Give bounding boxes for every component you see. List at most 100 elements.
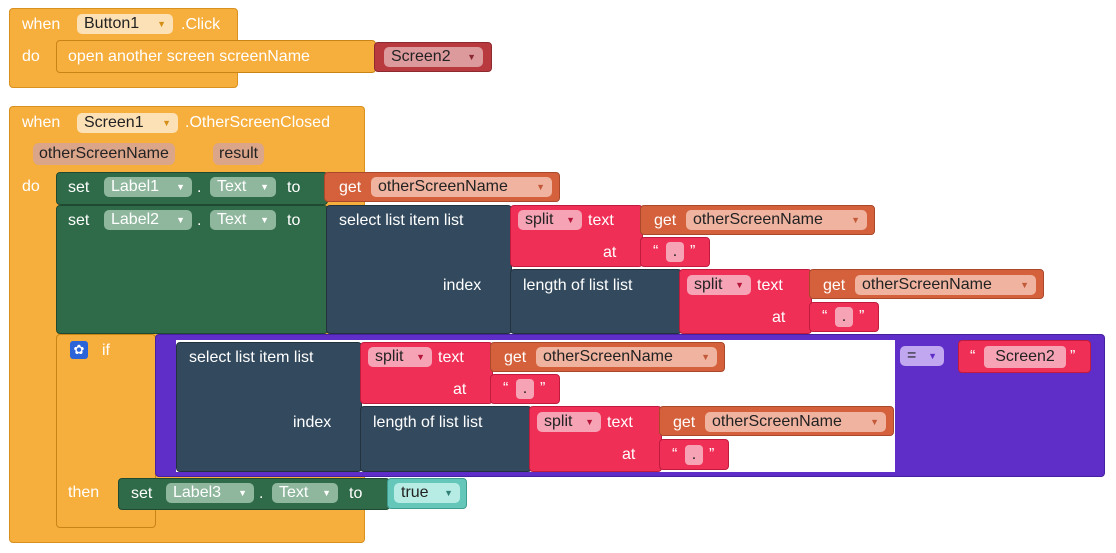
- param-other-screen-name[interactable]: otherScreenName: [33, 143, 175, 165]
- property-dropdown-text[interactable]: Text▼: [210, 177, 276, 197]
- length-of-list-label: length of list list: [523, 277, 633, 294]
- get-label: get: [654, 212, 677, 229]
- open-another-screen-block[interactable]: [56, 40, 376, 73]
- index-label: index: [293, 414, 332, 431]
- property-dropdown-text[interactable]: Text▼: [210, 210, 276, 230]
- select-list-item-block[interactable]: [326, 205, 512, 334]
- chevron-down-icon: ▼: [176, 182, 185, 192]
- chevron-down-icon: ▼: [157, 19, 166, 29]
- split-dropdown[interactable]: split▼: [687, 275, 751, 295]
- property-dropdown-text[interactable]: Text▼: [272, 483, 338, 503]
- dot-label: .: [259, 485, 264, 502]
- text-label: text: [757, 277, 783, 294]
- chevron-down-icon: ▼: [566, 215, 575, 225]
- to-label: to: [287, 179, 301, 196]
- do-label: do: [22, 48, 40, 65]
- chevron-down-icon: ▼: [162, 118, 171, 128]
- param-result[interactable]: result: [213, 143, 265, 165]
- quote-open: “: [653, 243, 659, 260]
- set-label2-text-block[interactable]: [56, 205, 328, 334]
- chevron-down-icon: ▼: [467, 52, 476, 62]
- compare-operator-dropdown[interactable]: =▼: [900, 346, 944, 366]
- string-value-field[interactable]: .: [685, 445, 703, 465]
- at-label: at: [622, 446, 636, 463]
- length-of-list-label: length of list list: [373, 414, 483, 431]
- split-dropdown[interactable]: split▼: [537, 412, 601, 432]
- get-label: get: [823, 277, 846, 294]
- chevron-down-icon: ▼: [928, 351, 937, 361]
- chevron-down-icon: ▼: [701, 352, 710, 362]
- component-dropdown-screen1[interactable]: Screen1▼: [77, 113, 178, 133]
- component-dropdown-label1[interactable]: Label1▼: [104, 177, 192, 197]
- quote-close: ”: [859, 308, 865, 325]
- do-label: do: [22, 178, 40, 195]
- string-value-field[interactable]: .: [666, 242, 684, 262]
- chevron-down-icon: ▼: [260, 215, 269, 225]
- variable-dropdown[interactable]: otherScreenName▼: [686, 210, 867, 230]
- split-dropdown[interactable]: split▼: [518, 210, 582, 230]
- boolean-dropdown[interactable]: true▼: [394, 483, 460, 503]
- text-label: text: [588, 212, 614, 229]
- chevron-down-icon: ▼: [444, 488, 453, 498]
- quote-open: “: [822, 308, 828, 325]
- at-label: at: [603, 244, 617, 261]
- dot-label: .: [197, 179, 202, 196]
- component-dropdown-button1[interactable]: Button1▼: [77, 14, 173, 34]
- chevron-down-icon: ▼: [735, 280, 744, 290]
- chevron-down-icon: ▼: [322, 488, 331, 498]
- chevron-down-icon: ▼: [260, 182, 269, 192]
- screen-dropdown[interactable]: Screen2▼: [384, 47, 483, 67]
- to-label: to: [287, 212, 301, 229]
- variable-dropdown[interactable]: otherScreenName▼: [855, 275, 1036, 295]
- string-value-field[interactable]: .: [835, 307, 853, 327]
- chevron-down-icon: ▼: [1020, 280, 1029, 290]
- quote-close: ”: [540, 380, 546, 397]
- select-list-item-block[interactable]: [176, 342, 362, 472]
- text-label: text: [438, 349, 464, 366]
- event-name-label: .OtherScreenClosed: [185, 114, 330, 131]
- length-of-list-block[interactable]: [510, 269, 682, 334]
- get-label: get: [504, 349, 527, 366]
- set-label: set: [131, 485, 153, 502]
- chevron-down-icon: ▼: [536, 182, 545, 192]
- dot-label: .: [197, 212, 202, 229]
- quote-open: “: [970, 348, 976, 365]
- at-label: at: [772, 309, 786, 326]
- variable-dropdown[interactable]: otherScreenName▼: [536, 347, 717, 367]
- chevron-down-icon: ▼: [176, 215, 185, 225]
- when-label: when: [22, 16, 61, 33]
- chevron-down-icon: ▼: [870, 417, 879, 427]
- if-label: if: [102, 342, 110, 359]
- string-value-field[interactable]: .: [516, 379, 534, 399]
- component-dropdown-label3[interactable]: Label3▼: [166, 483, 254, 503]
- quote-close: ”: [709, 446, 715, 463]
- set-label: set: [68, 212, 90, 229]
- string-value-field[interactable]: Screen2: [984, 346, 1066, 368]
- get-label: get: [673, 414, 696, 431]
- chevron-down-icon: ▼: [585, 417, 594, 427]
- quote-close: ”: [1070, 348, 1076, 365]
- quote-open: “: [672, 446, 678, 463]
- index-label: index: [443, 277, 482, 294]
- component-dropdown-label2[interactable]: Label2▼: [104, 210, 192, 230]
- quote-close: ”: [690, 243, 696, 260]
- then-label: then: [68, 484, 100, 501]
- length-of-list-block[interactable]: [360, 406, 532, 472]
- set-label: set: [68, 179, 90, 196]
- quote-open: “: [503, 380, 509, 397]
- at-label: at: [453, 381, 467, 398]
- event-name-label: .Click: [181, 16, 221, 33]
- get-label: get: [339, 179, 362, 196]
- when-label: when: [22, 114, 61, 131]
- chevron-down-icon: ▼: [238, 488, 247, 498]
- gear-icon[interactable]: ✿: [70, 341, 88, 359]
- select-list-item-label: select list item list: [339, 212, 464, 229]
- variable-dropdown[interactable]: otherScreenName▼: [371, 177, 552, 197]
- set-label1-text-block[interactable]: [56, 172, 328, 205]
- open-another-screen-label: open another screen screenName: [68, 48, 310, 65]
- chevron-down-icon: ▼: [851, 215, 860, 225]
- split-dropdown[interactable]: split▼: [368, 347, 432, 367]
- variable-dropdown[interactable]: otherScreenName▼: [705, 412, 886, 432]
- to-label: to: [349, 485, 363, 502]
- select-list-item-label: select list item list: [189, 349, 314, 366]
